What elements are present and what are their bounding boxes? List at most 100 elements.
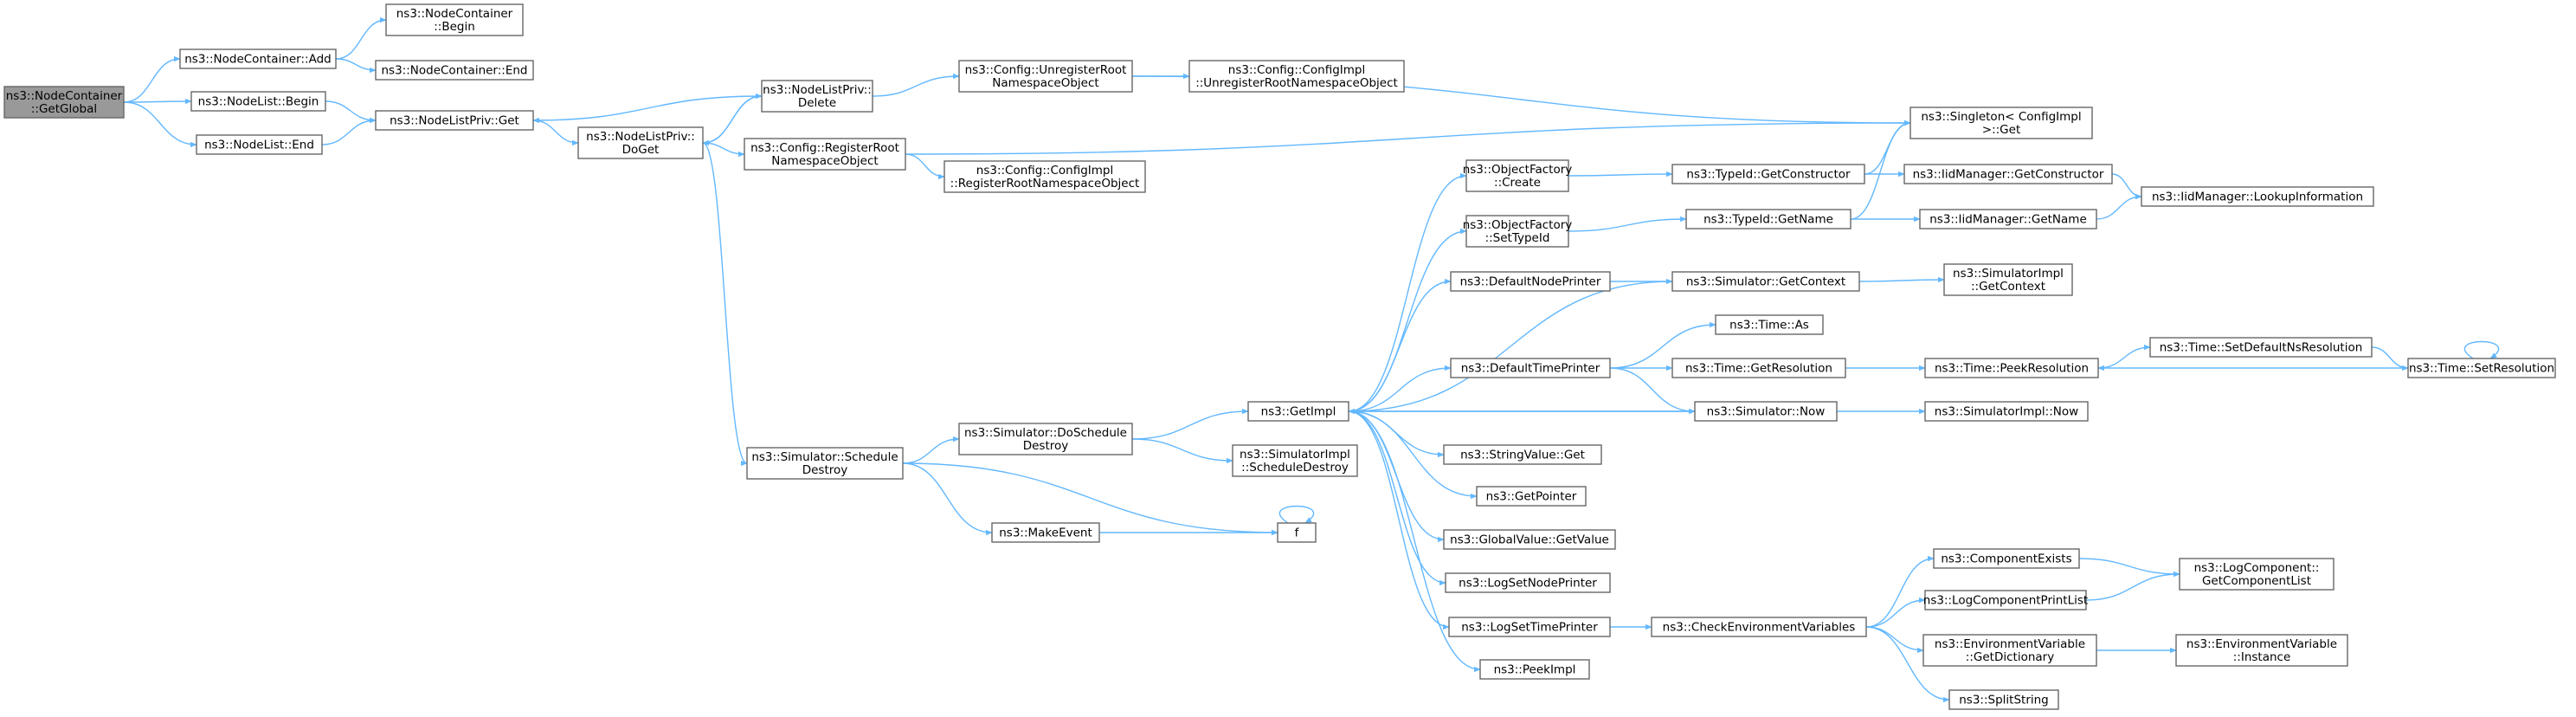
node-cfg-reg[interactable]: ns3::Config::RegisterRootNamespaceObject <box>744 138 906 171</box>
node-box <box>958 60 1133 93</box>
node-iid-getname[interactable]: ns3::IidManager::GetName <box>1919 209 2097 229</box>
node-time-peekres[interactable]: ns3::Time::PeekResolution <box>1924 358 2099 378</box>
node-logcomp-getlist[interactable]: ns3::LogComponent::GetComponentList <box>2179 558 2334 591</box>
edge-getimpl-to-defnodeprinter <box>1348 278 1452 412</box>
node-label: ns3::ComponentExists <box>1941 552 2071 566</box>
node-of-settypeid[interactable]: ns3::ObjectFactory::SetTypeId <box>1463 215 1573 248</box>
node-root[interactable]: ns3::NodeContainer::GetGlobal <box>3 86 125 119</box>
node-box <box>1188 60 1405 93</box>
node-box <box>2175 634 2348 667</box>
edge-getimpl-to-logsettime <box>1348 410 1450 630</box>
node-envvar-getdict[interactable]: ns3::EnvironmentVariable::GetDictionary <box>1922 634 2097 667</box>
node-sim-schedule[interactable]: ns3::Simulator::ScheduleDestroy <box>746 447 904 480</box>
node-sim-getcontext[interactable]: ns3::Simulator::GetContext <box>1671 271 1860 292</box>
edge-time_peekres-to-time_setdefns <box>2097 344 2151 369</box>
node-label: ns3::SimulatorImpl <box>1240 448 1350 462</box>
edge-sim_getcontext-to-getimpl <box>1348 281 1673 415</box>
node-getimpl[interactable]: ns3::GetImpl <box>1247 401 1349 422</box>
node-label: ns3::LogSetNodePrinter <box>1459 577 1597 591</box>
node-deftimeprinter[interactable]: ns3::DefaultTimePrinter <box>1450 358 1611 378</box>
node-box <box>1933 548 2080 569</box>
node-logsettime[interactable]: ns3::LogSetTimePrinter <box>1448 617 1611 637</box>
node-label: ns3::Config::ConfigImpl <box>1228 63 1365 77</box>
node-typeid-getctor[interactable]: ns3::TypeId::GetConstructor <box>1671 164 1865 184</box>
node-box <box>943 160 1146 193</box>
node-nc-add[interactable]: ns3::NodeContainer::Add <box>179 48 337 69</box>
node-label: ns3::Time::GetResolution <box>1685 362 1832 376</box>
node-box <box>1445 572 1611 593</box>
node-defnodeprinter[interactable]: ns3::DefaultNodePrinter <box>1450 271 1611 292</box>
node-cfg-unreg[interactable]: ns3::Config::UnregisterRootNamespaceObje… <box>958 60 1133 93</box>
node-box <box>1479 659 1590 680</box>
node-iid-lookup[interactable]: ns3::IidManager::LookupInformation <box>2141 186 2374 207</box>
node-simimpl-now[interactable]: ns3::SimulatorImpl::Now <box>1924 401 2089 422</box>
node-label: GetComponentList <box>2202 574 2311 588</box>
node-nlp-get[interactable]: ns3::NodeListPriv::Get <box>375 110 534 131</box>
node-nlp-delete[interactable]: ns3::NodeListPriv::Delete <box>761 80 873 113</box>
node-globalvalue[interactable]: ns3::GlobalValue::GetValue <box>1443 529 1616 550</box>
edge-getimpl-to-of_create <box>1348 172 1467 412</box>
node-nl-begin[interactable]: ns3::NodeList::Begin <box>190 91 326 112</box>
edge-checkenv-to-envvar_getdict <box>1865 626 1924 654</box>
node-of-create[interactable]: ns3::ObjectFactory::Create <box>1463 159 1573 192</box>
node-nlp-doget[interactable]: ns3::NodeListPriv::DoGet <box>577 126 704 159</box>
node-nc-end[interactable]: ns3::NodeContainer::End <box>375 60 534 81</box>
node-layer: ns3::NodeContainer::GetGlobalns3::NodeCo… <box>3 3 2556 710</box>
node-iid-getctor[interactable]: ns3::IidManager::GetConstructor <box>1903 164 2113 184</box>
node-checkenv[interactable]: ns3::CheckEnvironmentVariables <box>1651 617 1867 637</box>
node-label: ns3::IidManager::GetName <box>1929 213 2087 227</box>
node-label: ns3::Time::PeekResolution <box>1935 362 2089 376</box>
node-box <box>1277 522 1317 543</box>
node-box <box>196 134 323 155</box>
edge-typeid_getname-to-singleton <box>1850 120 1911 220</box>
node-time-setres[interactable]: ns3::Time::SetResolution <box>2407 358 2556 378</box>
node-singleton[interactable]: ns3::Singleton< ConfigImpl >::Get <box>1909 107 2093 139</box>
node-getpointer[interactable]: ns3::GetPointer <box>1476 486 1587 507</box>
node-stringvalue[interactable]: ns3::StringValue::Get <box>1443 444 1602 465</box>
node-box <box>1924 590 2087 610</box>
edge-nl_end-to-nlp_get <box>321 117 377 145</box>
node-label: ns3::LogComponentPrintList <box>1923 594 2088 608</box>
node-splitstring[interactable]: ns3::SplitString <box>1948 689 2059 710</box>
node-simimpl-schedule[interactable]: ns3::SimulatorImpl::ScheduleDestroy <box>1232 444 1358 477</box>
node-nl-end[interactable]: ns3::NodeList::End <box>196 134 323 155</box>
node-logsetnode[interactable]: ns3::LogSetNodePrinter <box>1445 572 1611 593</box>
edge-root-to-nc_add <box>123 55 181 103</box>
node-sim-now[interactable]: ns3::Simulator::Now <box>1694 401 1838 422</box>
edge-nlp_delete-to-nlp_get <box>532 95 763 124</box>
node-cfgimpl-reg[interactable]: ns3::Config::ConfigImpl::RegisterRootNam… <box>943 160 1146 193</box>
node-box <box>1443 444 1602 465</box>
node-label: ns3::DefaultTimePrinter <box>1461 362 1600 376</box>
node-time-getres[interactable]: ns3::Time::GetResolution <box>1671 358 1846 378</box>
node-compexists[interactable]: ns3::ComponentExists <box>1933 548 2080 569</box>
edge-getimpl-to-deftimeprinter <box>1348 365 1452 412</box>
node-box <box>1443 529 1616 550</box>
node-label: ns3::PeekImpl <box>1494 663 1576 677</box>
node-label: ns3::Config::UnregisterRoot <box>965 63 1127 77</box>
node-logcompprint[interactable]: ns3::LogComponentPrintList <box>1923 590 2088 610</box>
node-box <box>375 60 534 81</box>
node-box <box>577 126 704 159</box>
node-cfgimpl-unreg[interactable]: ns3::Config::ConfigImpl::UnregisterRootN… <box>1188 60 1405 93</box>
node-time-as[interactable]: ns3::Time::As <box>1715 314 1824 335</box>
node-simimpl-getcontext[interactable]: ns3::SimulatorImpl::GetContext <box>1943 263 2073 296</box>
edge-sim_getcontext-to-simimpl_getcontext <box>1858 276 1945 283</box>
node-nc-begin[interactable]: ns3::NodeContainer::Begin <box>385 3 524 36</box>
node-envvar-instance[interactable]: ns3::EnvironmentVariable::Instance <box>2175 634 2348 667</box>
node-label: ns3::NodeContainer <box>396 7 513 21</box>
node-box <box>958 423 1133 455</box>
node-time-setdefns[interactable]: ns3::Time::SetDefaultNsResolution <box>2149 337 2373 358</box>
edge-of_create-to-typeid_getctor <box>1568 171 1673 178</box>
node-label: ns3::Config::ConfigImpl <box>976 164 1113 178</box>
edge-nl_begin-to-nlp_get <box>325 100 377 124</box>
node-label: ns3::Singleton< ConfigImpl <box>1921 110 2081 124</box>
node-label: ns3::Simulator::DoSchedule <box>964 426 1127 440</box>
node-label: ns3::NodeContainer <box>6 89 123 103</box>
edge-root-to-nl_begin <box>123 98 192 105</box>
node-label: ::GetDictionary <box>1966 650 2054 664</box>
node-makeevent[interactable]: ns3::MakeEvent <box>991 522 1100 543</box>
node-typeid-getname[interactable]: ns3::TypeId::GetName <box>1685 209 1852 229</box>
node-peekimpl[interactable]: ns3::PeekImpl <box>1479 659 1590 680</box>
node-f[interactable]: f <box>1277 522 1317 543</box>
